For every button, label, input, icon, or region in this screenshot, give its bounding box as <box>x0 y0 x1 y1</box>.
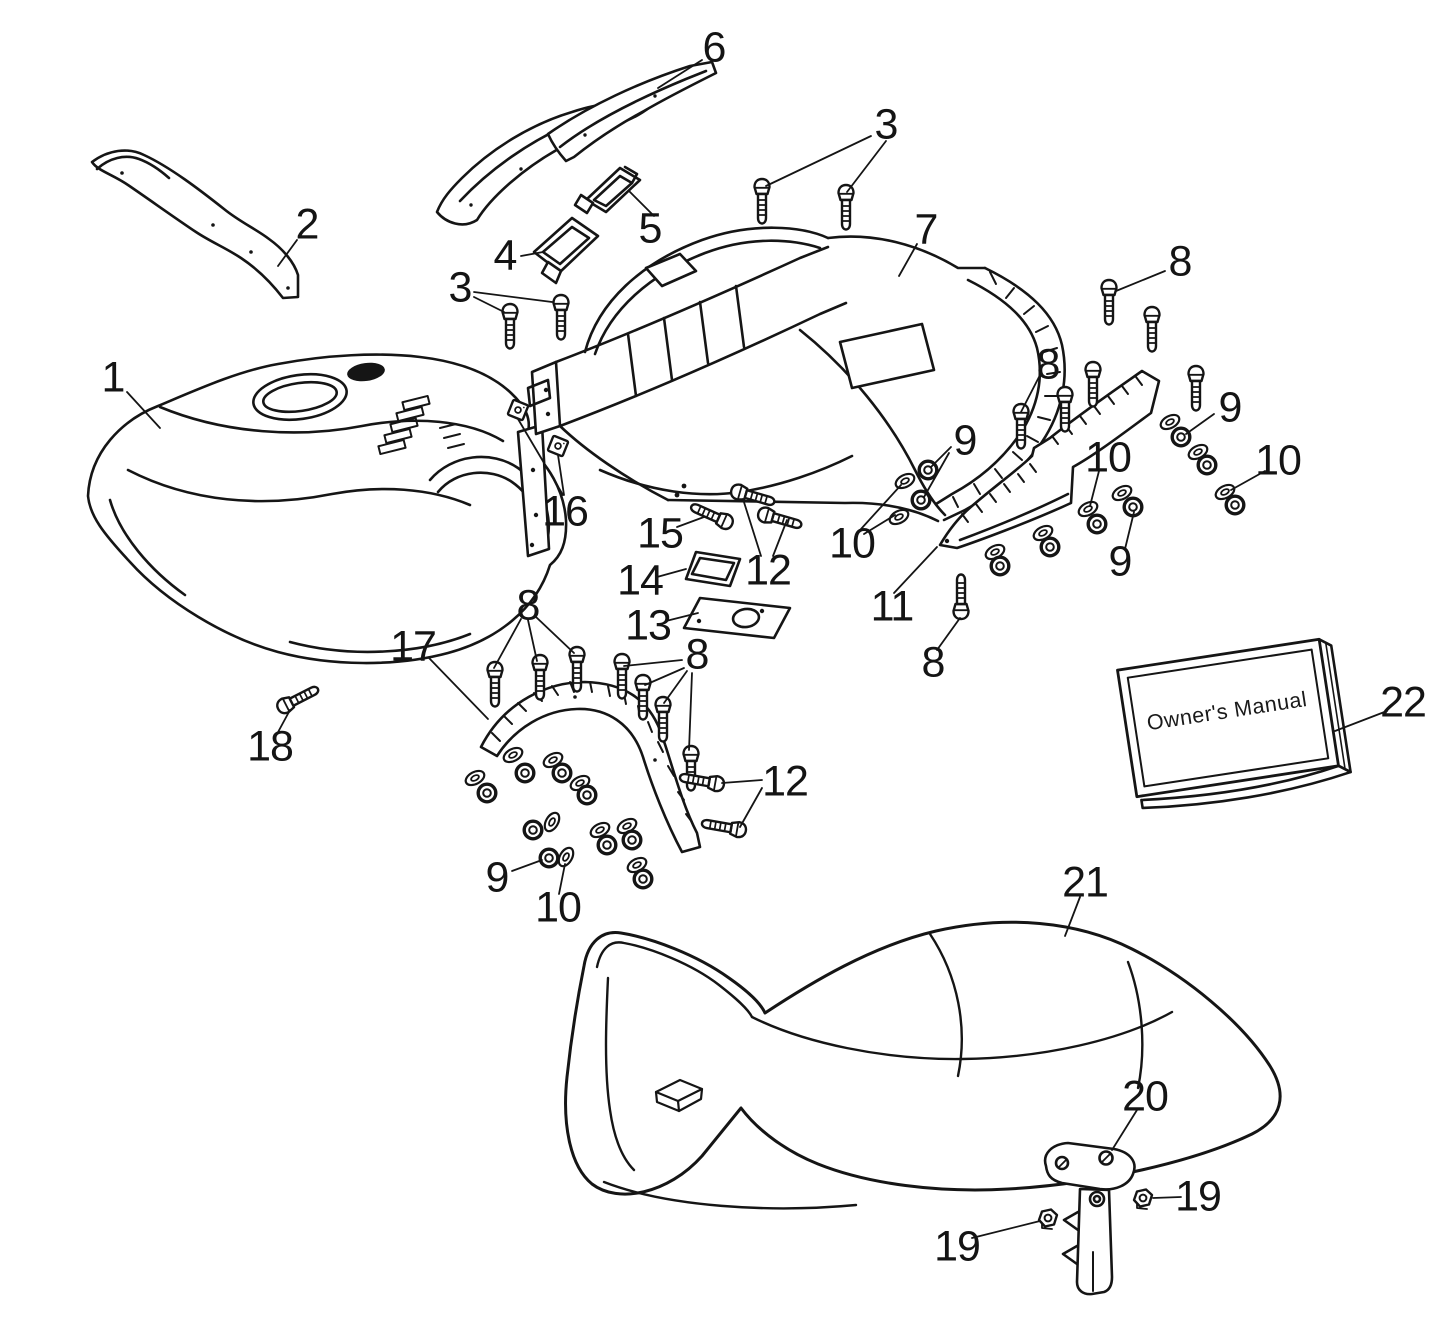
callout-3a: 3 <box>874 100 899 149</box>
callout-9b: 9 <box>1218 383 1243 432</box>
part-11-side-panel <box>938 369 1161 550</box>
callout-9a: 9 <box>953 416 978 465</box>
callout-1: 1 <box>101 353 126 402</box>
callout-4: 4 <box>493 231 518 280</box>
part-22-owners-manual: Owner's Manual <box>1116 637 1352 810</box>
callout-7: 7 <box>914 205 939 254</box>
callout-8d: 8 <box>685 630 710 679</box>
part-20-seat-bracket <box>1043 1141 1136 1296</box>
callout-11: 11 <box>870 582 915 631</box>
part-2-trim-strip <box>90 149 300 300</box>
callout-17: 17 <box>390 622 437 671</box>
callout-21: 21 <box>1062 858 1109 907</box>
callout-10b: 10 <box>1085 433 1132 482</box>
callout-12b: 12 <box>762 757 809 806</box>
part-5-bracket <box>573 165 642 215</box>
part-21-seat <box>564 920 1282 1210</box>
callout-19a: 19 <box>934 1222 981 1271</box>
callout-10a: 10 <box>829 519 876 568</box>
part-6-trim-strips <box>435 60 718 226</box>
callout-19b: 19 <box>1175 1172 1222 1221</box>
callout-8c: 8 <box>516 581 541 630</box>
callout-20: 20 <box>1122 1072 1169 1121</box>
callout-10c: 10 <box>1255 436 1302 485</box>
callout-3b: 3 <box>448 263 473 312</box>
part-1-front-fender <box>86 353 568 665</box>
callout-8a: 8 <box>1168 237 1193 286</box>
callout-18: 18 <box>247 722 294 771</box>
callout-5: 5 <box>638 204 663 253</box>
callout-22: 22 <box>1380 678 1427 727</box>
callout-15: 15 <box>637 509 684 558</box>
part-4-bracket <box>532 216 600 285</box>
callout-9d: 9 <box>485 853 510 902</box>
callout-10d: 10 <box>535 883 582 932</box>
part-14-plate <box>684 550 742 588</box>
callout-14: 14 <box>617 556 664 605</box>
part-7-rear-body <box>526 226 1066 523</box>
callout-8b: 8 <box>1036 340 1061 389</box>
callout-2: 2 <box>295 200 320 249</box>
callout-16: 16 <box>542 487 589 536</box>
callout-13: 13 <box>625 601 672 650</box>
callout-12a: 12 <box>745 546 792 595</box>
leader-lines <box>126 59 1388 1239</box>
part-13-plate <box>682 596 792 640</box>
part-17-fender-flare <box>479 680 702 854</box>
callout-9c: 9 <box>1108 537 1133 586</box>
callout-8e: 8 <box>921 638 946 687</box>
callout-6: 6 <box>702 23 727 72</box>
